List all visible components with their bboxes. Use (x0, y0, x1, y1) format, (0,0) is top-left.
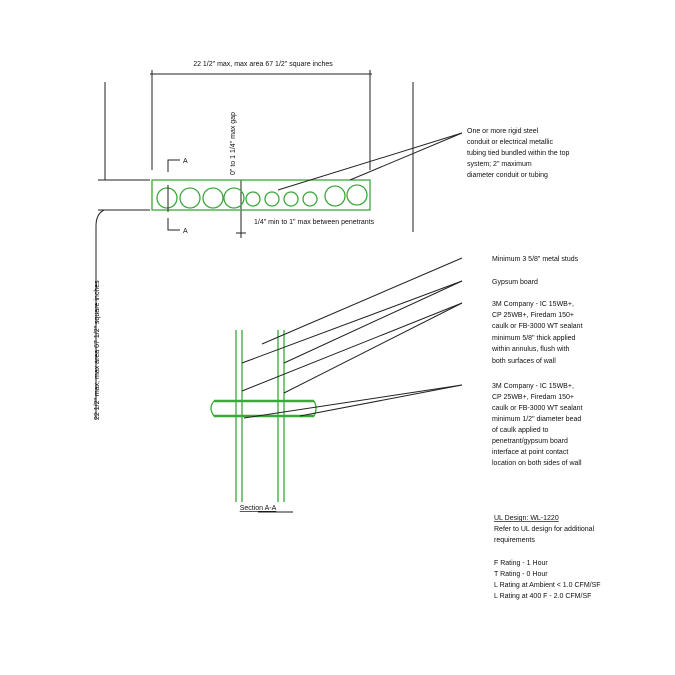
note-line: 3M Company - IC 15WB+, (492, 301, 574, 308)
note-line: minimum 1/2" diameter bead (492, 416, 581, 423)
section-mark-bottom: A (183, 228, 188, 235)
ul-design-block: UL Design: WL-1220 Refer to UL design fo… (494, 515, 601, 600)
plan-view: 22 1/2" max, max area 67 1/2" square inc… (94, 61, 463, 420)
note-line: diameter conduit or tubing (467, 172, 548, 179)
sealant-fill-note: 3M Company - IC 15WB+, CP 25WB+, Firedam… (491, 301, 583, 365)
note-line: 3M Company - IC 15WB+, (492, 383, 574, 390)
section-cut-mark (167, 159, 180, 172)
leader-line (283, 302, 463, 394)
penetrant-circles (156, 184, 368, 209)
leader-line (241, 280, 463, 364)
note-line: caulk or FB-3000 WT sealant (492, 323, 583, 330)
leader-line (243, 384, 463, 419)
leader-line (299, 384, 463, 417)
note-line: location on both sides of wall (492, 460, 582, 467)
height-dimension-line (95, 209, 105, 420)
section-title: Section A-A (240, 505, 277, 512)
height-dimension-text: 22 1/2" max, max area 67 1/2" square inc… (94, 280, 101, 420)
note-line: penetrant/gypsum board (492, 438, 568, 445)
conduit-circle (302, 191, 318, 207)
conduit-circle (346, 184, 368, 206)
note-line: minimum 5/8" thick applied (492, 335, 576, 342)
ul-line: Refer to UL design for additional (494, 526, 595, 533)
note-line: One or more rigid steel (467, 128, 539, 135)
spacing-dimension-text: 1/4" min to 1" max between penetrants (254, 219, 375, 226)
gap-dimension-text: 0" to 1 1/4" max gap (230, 112, 237, 175)
width-dimension-text: 22 1/2" max, max area 67 1/2" square inc… (193, 61, 333, 68)
note-line: CP 25WB+, Firedam 150+ (492, 312, 574, 319)
conduit-circle (202, 187, 224, 209)
penetrant-body (210, 400, 317, 417)
ul-line: requirements (494, 537, 535, 544)
rating-line: F Rating - 1 Hour (494, 560, 548, 567)
note-line: within annulus, flush with (491, 346, 570, 353)
note-line: CP 25WB+, Firedam 150+ (492, 394, 574, 401)
conduit-circle (223, 187, 245, 209)
conduit-circle (179, 187, 201, 209)
gypsum-note: Gypsum board (492, 279, 538, 286)
leader-line (241, 302, 463, 392)
conduit-circle (156, 187, 178, 209)
leader-line (283, 280, 463, 364)
studs-note: Minimum 3 5/8" metal studs (492, 256, 579, 263)
note-line: both surfaces of wall (492, 358, 556, 365)
section-cut-mark (167, 218, 180, 231)
leader-line (277, 132, 463, 191)
section-mark-top: A (183, 158, 188, 165)
sealant-bead-note: 3M Company - IC 15WB+, CP 25WB+, Firedam… (492, 383, 583, 467)
note-line: interface at point contact (492, 449, 568, 456)
note-line: conduit or electrical metallic (467, 139, 553, 146)
note-line: system; 2" maximum (467, 161, 532, 168)
opening-outline (151, 179, 371, 211)
rating-line: L Rating at Ambient < 1.0 CFM/SF (494, 582, 601, 589)
leader-line (349, 132, 463, 181)
rating-line: T Rating - 0 Hour (494, 571, 548, 578)
conduit-circle (324, 185, 346, 207)
rating-line: L Rating at 400 F - 2.0 CFM/SF (494, 593, 591, 600)
section-view: Section A-A (210, 257, 463, 513)
conduit-circle (245, 191, 261, 207)
note-line: tubing tied bundled within the top (467, 150, 569, 157)
conduit-note: One or more rigid steel conduit or elect… (467, 128, 569, 179)
note-line: of caulk applied to (492, 427, 549, 434)
conduit-circle (264, 191, 280, 207)
leader-line (261, 257, 463, 345)
ul-design-title: UL Design: WL-1220 (494, 515, 559, 522)
conduit-circle (283, 191, 299, 207)
note-line: caulk or FB-3000 WT sealant (492, 405, 583, 412)
